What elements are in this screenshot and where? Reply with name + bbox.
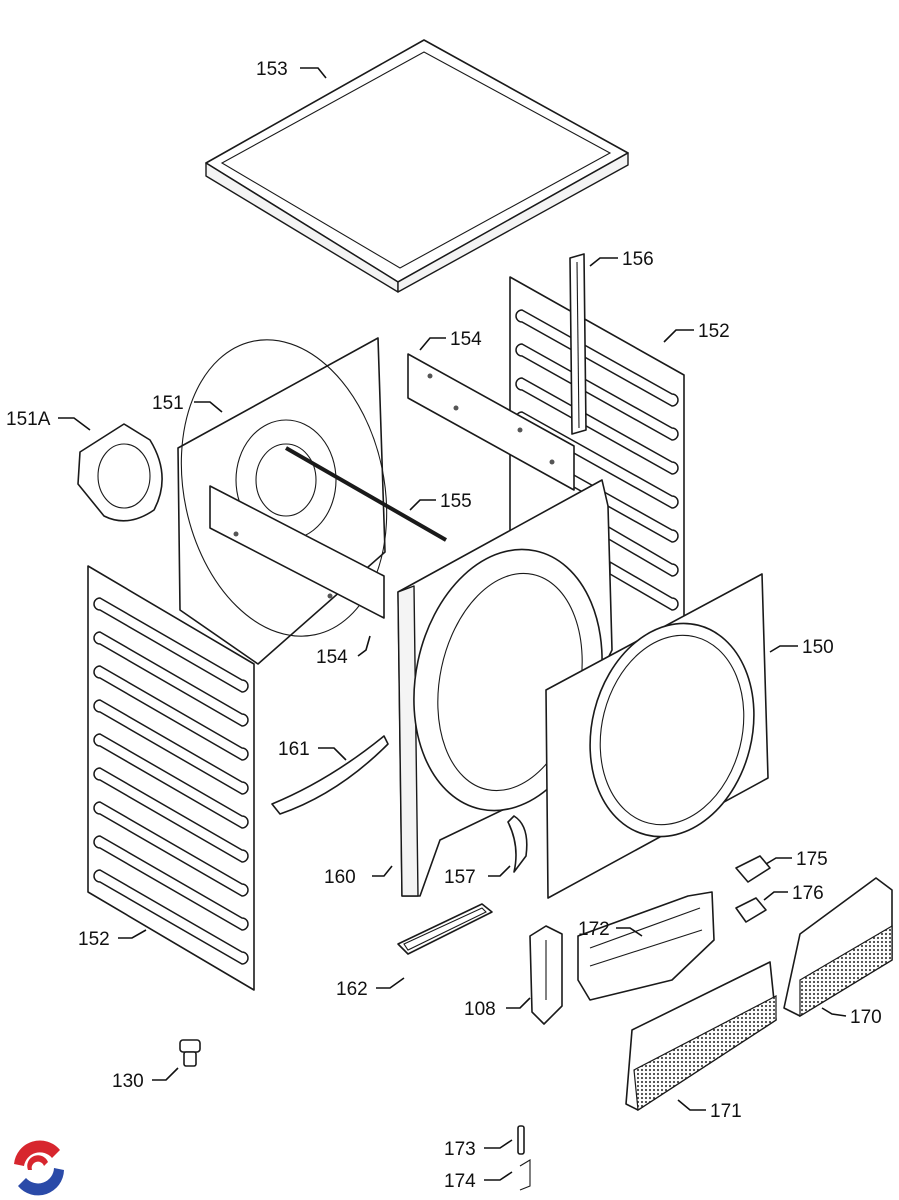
callout-173: 173 <box>444 1139 476 1160</box>
dispenser-part <box>529 925 563 1025</box>
callout-174: 174 <box>444 1171 476 1192</box>
logo-blue-arc <box>18 1168 64 1196</box>
top-panel-part <box>205 39 629 293</box>
callout-153: 153 <box>256 59 288 80</box>
callout-150: 150 <box>802 637 834 658</box>
rear-panel-part <box>177 337 388 665</box>
callout-155: 155 <box>440 491 472 512</box>
callout-130: 130 <box>112 1071 144 1092</box>
callout-108: 108 <box>464 999 496 1020</box>
vertical-rail-part <box>569 253 587 435</box>
callout-152-left: 152 <box>78 929 110 950</box>
front-panel-part <box>545 573 769 899</box>
clip-part <box>735 855 771 883</box>
callout-157: 157 <box>444 867 476 888</box>
callout-154-upper: 154 <box>450 329 482 350</box>
handle-part <box>271 735 389 815</box>
callout-170: 170 <box>850 1007 882 1028</box>
support-rod-part <box>285 446 447 542</box>
callout-172: 172 <box>578 919 610 940</box>
callout-162: 162 <box>336 979 368 1000</box>
left-side-panel-part <box>87 565 255 991</box>
callout-176: 176 <box>792 883 824 904</box>
callout-175: 175 <box>796 849 828 870</box>
callout-154-lower: 154 <box>316 647 348 668</box>
callout-151A: 151A <box>6 409 51 430</box>
callout-labels: 153 156 152 154 151 151A 155 154 150 161… <box>6 59 882 1192</box>
callout-160: 160 <box>324 867 356 888</box>
pin-part <box>517 1125 525 1155</box>
brand-swirl-icon <box>10 1138 66 1196</box>
curved-bracket-part <box>507 815 528 873</box>
leader-lines <box>58 67 847 1181</box>
callout-156: 156 <box>622 249 654 270</box>
logo-red-arc <box>14 1140 60 1166</box>
kick-panel-part <box>625 961 777 1112</box>
switch-block-part <box>735 897 767 923</box>
blower-housing-part <box>77 423 163 522</box>
control-bracket-part <box>577 891 715 1001</box>
gasket-part <box>397 903 493 955</box>
small-clip-part <box>519 1159 531 1191</box>
callout-152-right: 152 <box>698 321 730 342</box>
leveling-foot-part <box>179 1039 201 1067</box>
logo-red-core <box>27 1155 48 1170</box>
right-control-panel-part <box>783 877 893 1018</box>
callout-161: 161 <box>278 739 310 760</box>
callout-171: 171 <box>710 1101 742 1122</box>
upper-brace-part <box>407 353 575 491</box>
callout-151: 151 <box>152 393 184 414</box>
